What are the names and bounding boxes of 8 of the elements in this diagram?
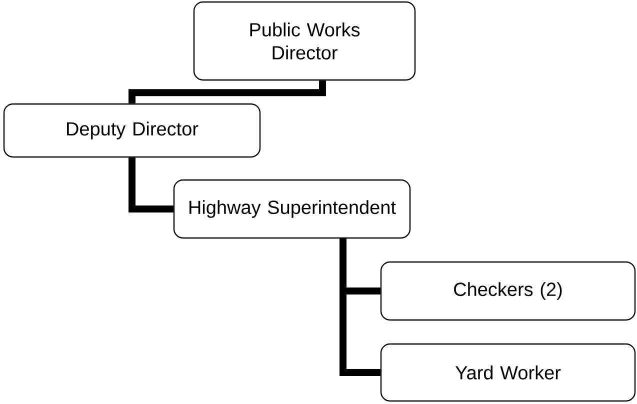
org-box: Public Works Director bbox=[193, 1, 416, 81]
connector-line bbox=[340, 238, 380, 376]
org-box: Checkers (2) bbox=[380, 261, 636, 321]
connector-line bbox=[128, 80, 326, 104]
connector-line bbox=[128, 158, 174, 212]
org-box: Yard Worker bbox=[380, 343, 636, 402]
org-box: Highway Superintendent bbox=[173, 179, 411, 239]
org-box: Deputy Director bbox=[3, 103, 261, 158]
